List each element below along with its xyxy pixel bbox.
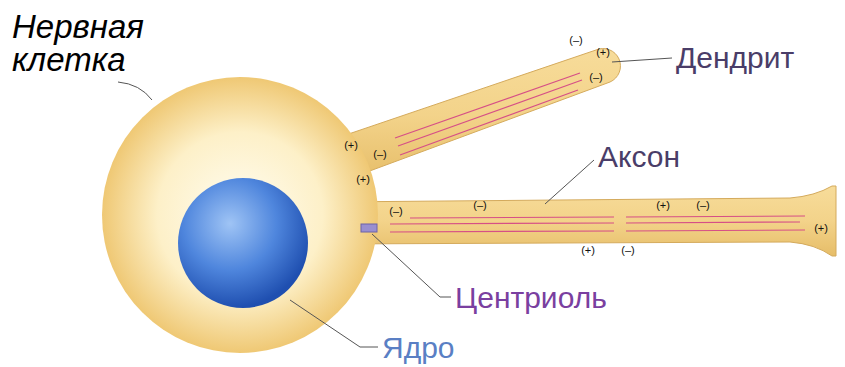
charge-sign: (–)	[389, 206, 402, 217]
charge-sign: (–)	[569, 35, 582, 46]
charge-sign: (–)	[621, 245, 634, 256]
charge-sign: (+)	[356, 174, 370, 185]
charge-sign: (+)	[581, 245, 595, 256]
title-label: Нервная клетка	[12, 10, 202, 76]
leader-lines	[118, 58, 672, 347]
charge-sign: (–)	[589, 72, 602, 83]
charge-sign: (–)	[373, 149, 386, 160]
charge-sign: (+)	[344, 140, 358, 151]
nucleus	[178, 178, 308, 308]
axon	[330, 186, 836, 256]
charge-sign: (–)	[696, 200, 709, 211]
cell-body	[102, 77, 378, 353]
charge-sign: (–)	[473, 200, 486, 211]
centriole	[361, 224, 377, 232]
part-label: Дендрит	[676, 42, 794, 74]
charge-sign: (+)	[656, 200, 670, 211]
membrane-lines	[390, 73, 805, 232]
dendrite	[325, 49, 620, 182]
part-label: Ядро	[382, 332, 455, 364]
charge-sign: (+)	[814, 223, 828, 234]
charge-sign: (+)	[596, 47, 610, 58]
part-label: Центриоль	[455, 282, 607, 314]
part-label: Аксон	[598, 141, 680, 173]
